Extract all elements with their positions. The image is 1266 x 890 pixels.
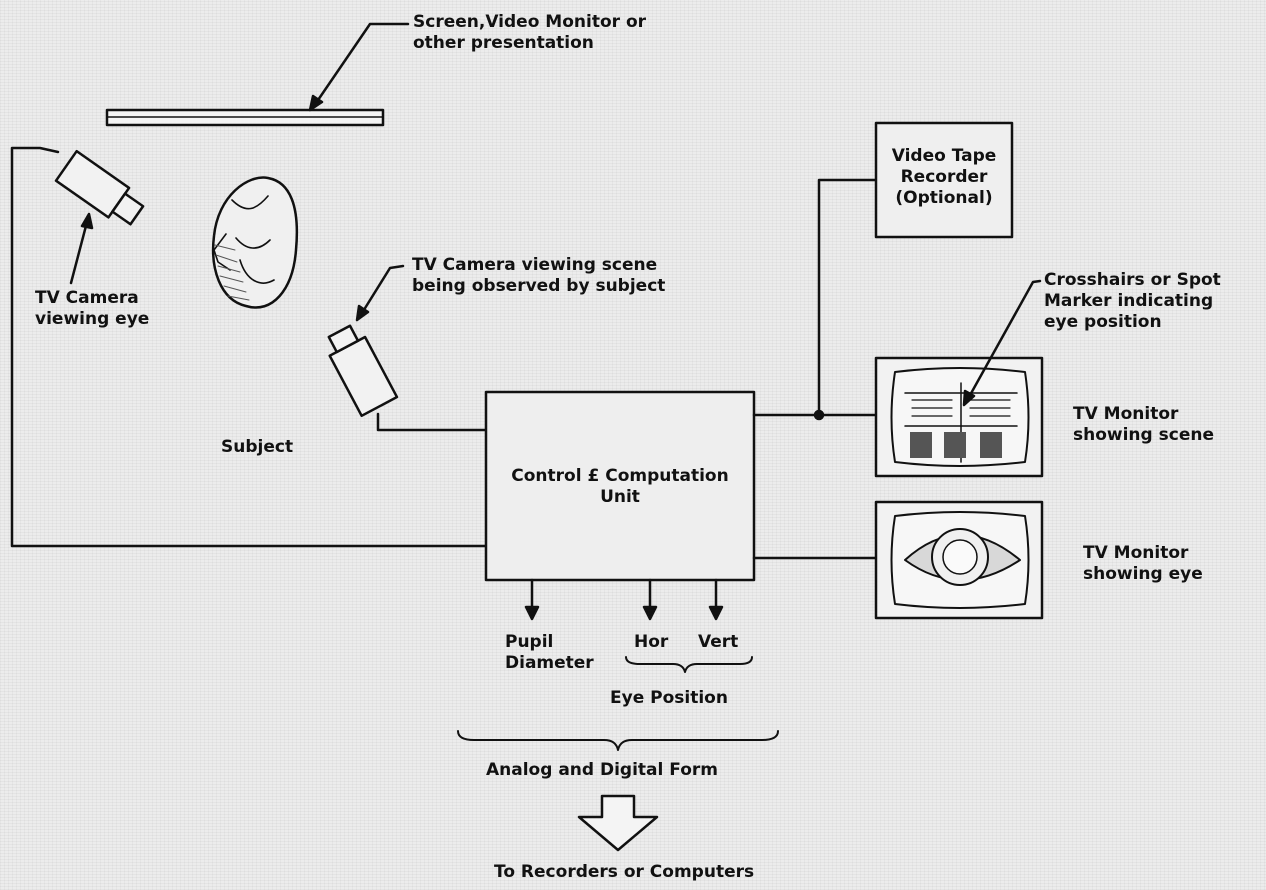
camera-viewing-scene	[327, 324, 399, 418]
camera-scene-leader-arrow	[355, 264, 405, 322]
junction-dot	[813, 409, 825, 421]
vtr-cable	[817, 178, 878, 417]
output-hollow-arrow	[577, 794, 659, 852]
to-recorders-label: To Recorders or Computers	[494, 862, 755, 882]
control-unit-label: Control £ Computation Unit	[511, 466, 729, 507]
vtr-label: Video Tape Recorder (Optional)	[891, 146, 997, 208]
eye-camera-cable	[10, 146, 488, 548]
camera-scene-label: TV Camera viewing scene being observed b…	[412, 255, 666, 296]
eye-position-label: Eye Position	[610, 688, 728, 708]
camera-eye-leader-arrow	[69, 212, 94, 285]
camera-eye-label: TV Camera viewing eye	[35, 288, 150, 329]
vert-label: Vert	[698, 632, 739, 652]
presentation-screen	[105, 108, 385, 127]
crosshairs-leader-arrow	[962, 279, 1042, 407]
screen-label: Screen,Video Monitor or other presentati…	[413, 12, 647, 53]
monitor-scene	[874, 356, 1044, 478]
hor-output-arrow	[642, 578, 658, 621]
analog-digital-brace	[457, 730, 779, 751]
scene-camera-cable	[376, 412, 488, 432]
monitor-eye-label: TV Monitor showing eye	[1083, 543, 1203, 584]
pupil-output-arrow	[524, 578, 540, 621]
vert-output-arrow	[708, 578, 724, 621]
subject-head	[211, 176, 299, 309]
crosshairs-label: Crosshairs or Spot Marker indicating eye…	[1044, 270, 1221, 332]
eye-position-brace	[625, 656, 753, 673]
control-computation-unit	[484, 390, 756, 582]
video-tape-recorder-box	[874, 121, 1014, 239]
camera-viewing-eye	[54, 149, 145, 226]
screen-leader-arrow	[308, 22, 410, 112]
monitor-scene-label: TV Monitor showing scene	[1073, 404, 1214, 445]
subject-label: Subject	[221, 437, 294, 457]
pupil-label: Pupil Diameter	[505, 632, 594, 673]
analog-digital-label: Analog and Digital Form	[486, 760, 718, 780]
monitor-eye	[874, 500, 1044, 620]
hor-label: Hor	[634, 632, 669, 652]
